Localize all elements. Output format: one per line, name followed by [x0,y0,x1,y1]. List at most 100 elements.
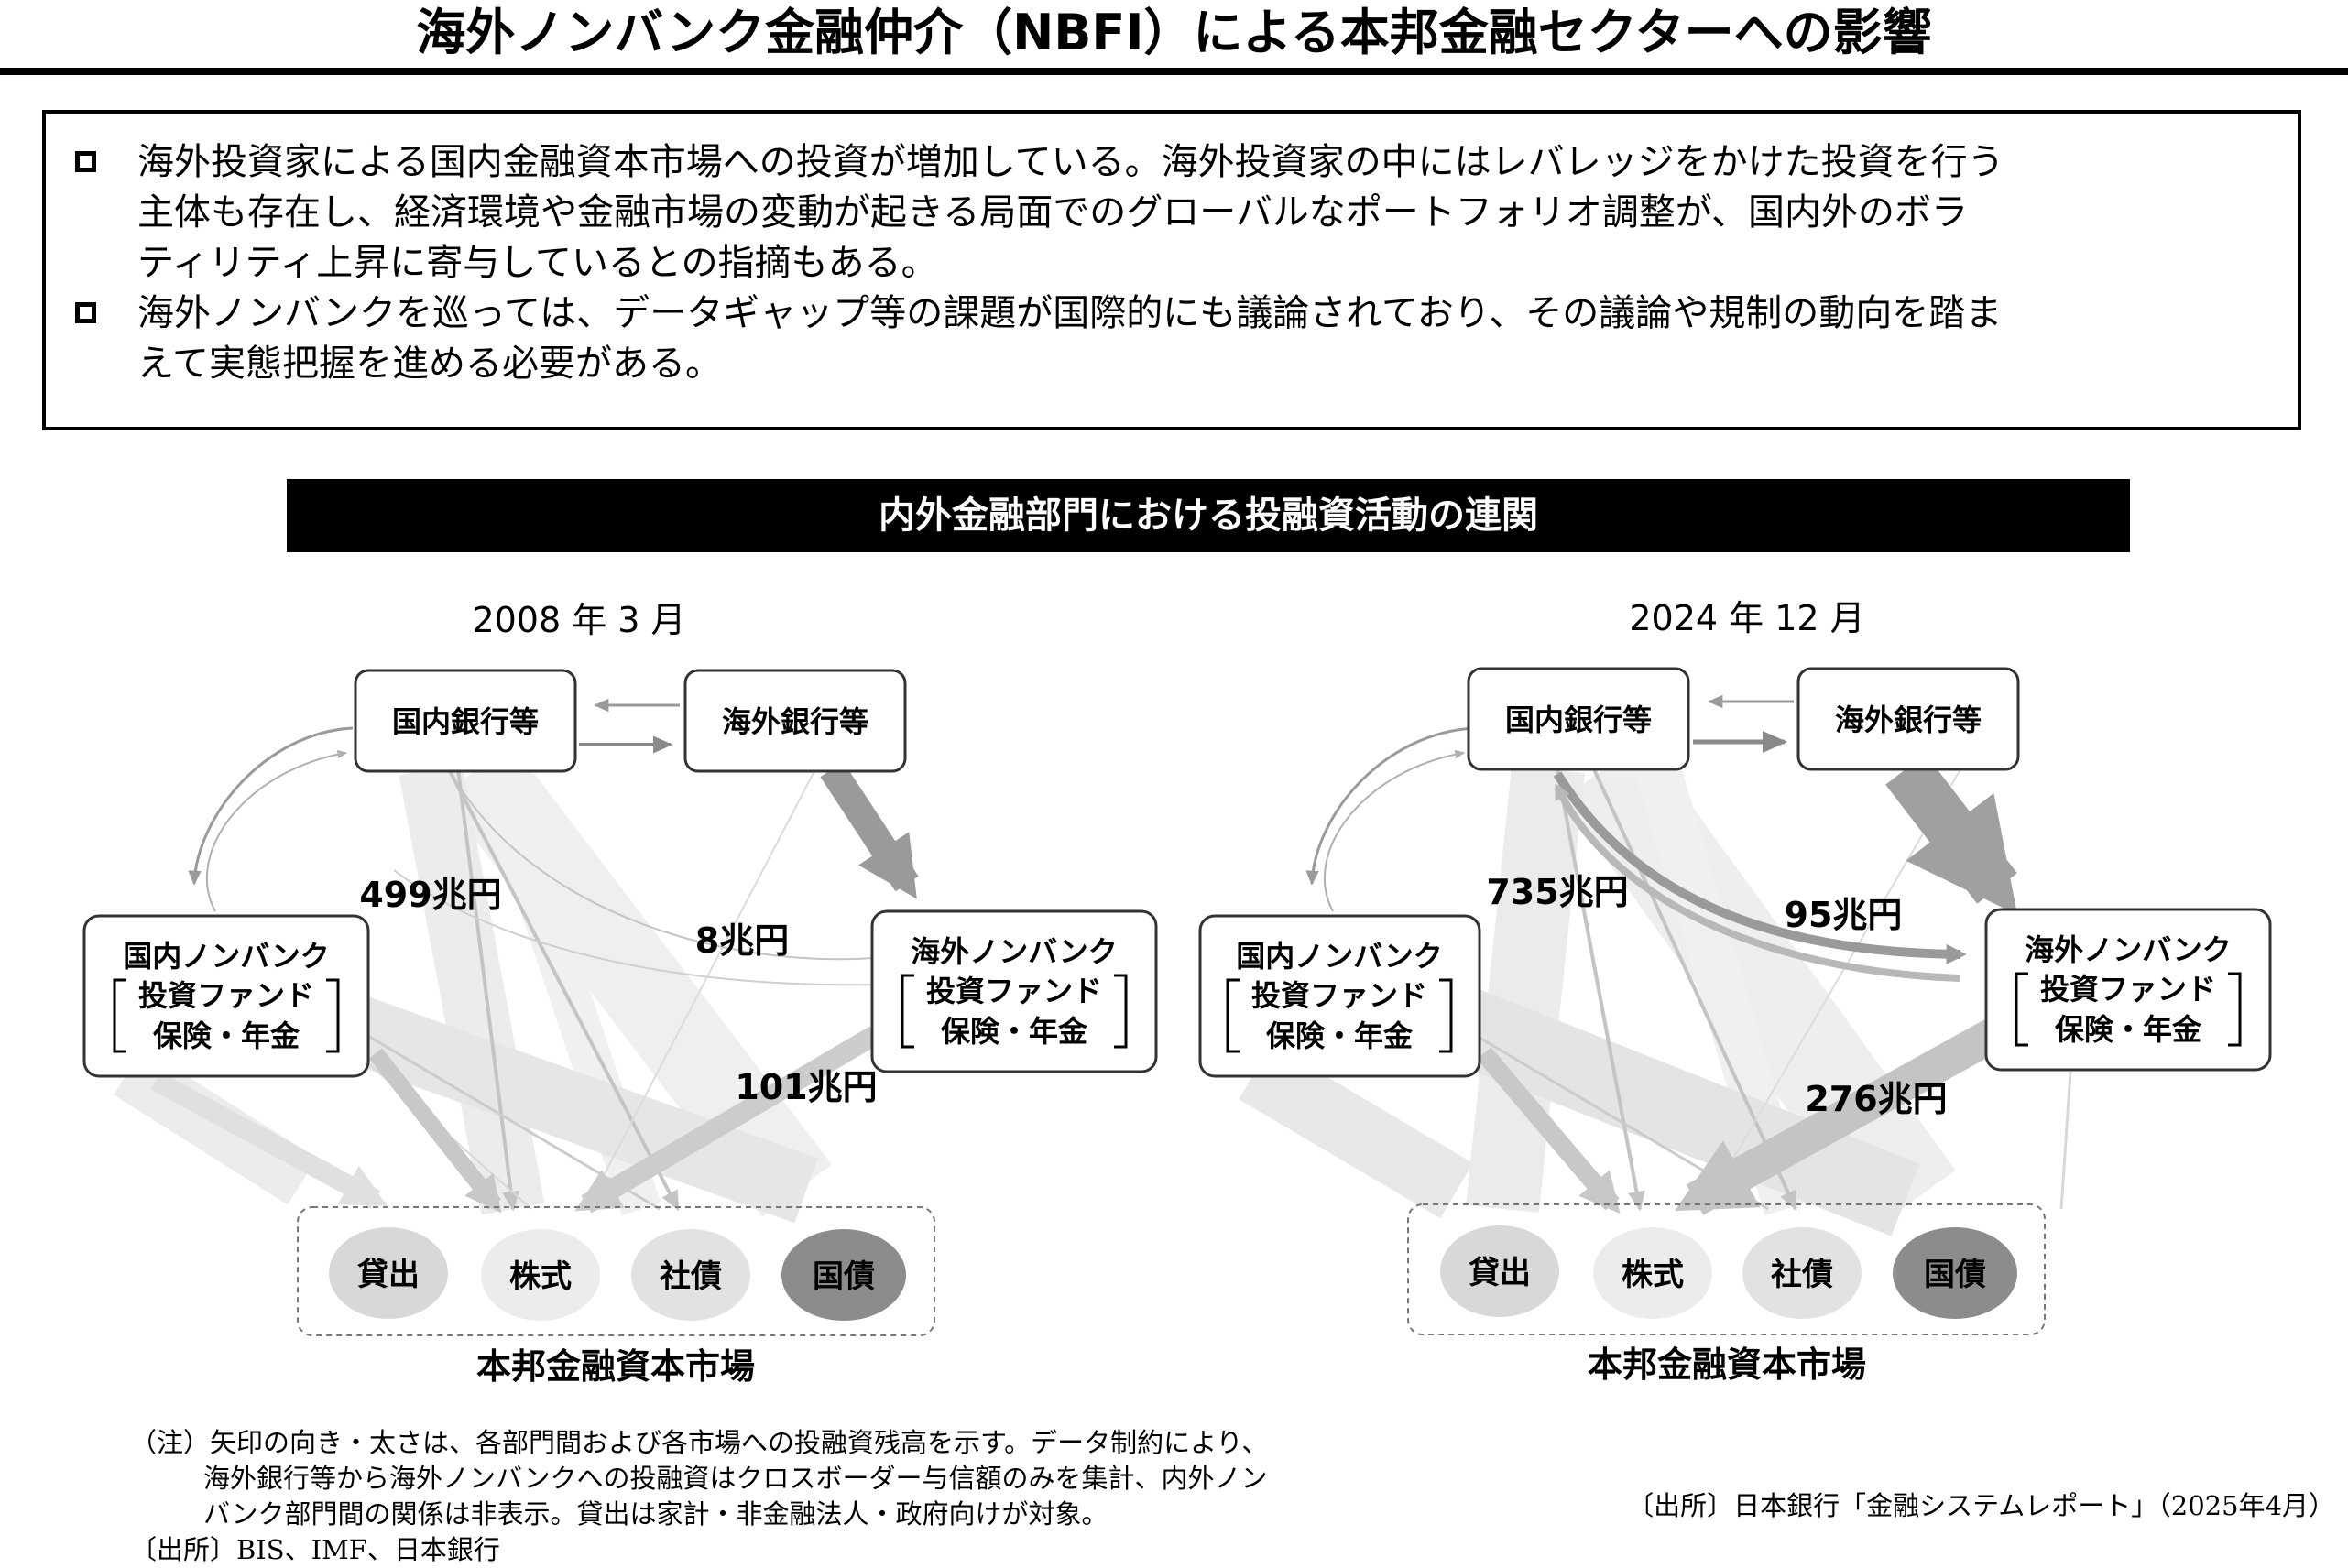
flow-arrow [205,749,348,912]
flow-value: 8兆円 [695,920,789,961]
market-caption: 本邦金融資本市場 [1588,1345,1866,1385]
market-corp-bonds [1742,1227,1862,1319]
flow-arrow [448,768,886,963]
flow-line [2059,1071,2072,1210]
node-label: 国内銀行等 [1505,702,1652,737]
flow-arrow [393,869,880,986]
flow-arrow [336,993,818,1224]
diagram-banner: 内外金融部門における投融資活動の連関 [287,479,2130,552]
market-jgb [781,1229,906,1321]
market-label: 国債 [1924,1257,1986,1293]
flow-arrow [1675,1019,2002,1215]
bullet-line: ティリティ上昇に寄与しているとの指摘もある。 [137,242,938,284]
flow-arrow [1466,765,1585,1214]
flow-arrow [150,1072,388,1209]
node-label: 投資ファンド [926,974,1102,1008]
market-stocks [481,1229,600,1321]
market-loans [1440,1225,1559,1317]
source-left: 〔出所〕BIS、IMF、日本銀行 [130,1534,500,1565]
bullet-line: えて実態把握を進める必要がある。 [137,343,722,385]
bracket-left [2015,972,2028,1047]
node-label: 海外ノンバンク [2025,932,2232,967]
bullet-line: 海外投資家による国内金融資本市場への投資が増加している。海外投資家の中にはレバレ… [137,141,2004,183]
panel-2024: 2024 年 12 月 国内銀行等 海外銀行等 [1198,598,2272,1385]
panel-date: 2008 年 3 月 [472,600,685,640]
market-jgb [1893,1227,2017,1319]
source-right: 〔出所〕日本銀行「金融システムレポート」（2025年4月） [1627,1490,2335,1521]
flow-line [1556,768,1645,1212]
square-bullet-icon [75,302,96,323]
footnote-line: 海外銀行等から海外ノンバンクへの投融資はクロスボーダー与信額のみを集計、内外ノン [203,1463,1268,1494]
flow-value: 499兆円 [359,875,501,915]
node-label: 国内ノンバンク [123,939,330,974]
node-label: 保険・年金 [153,1018,300,1053]
flow-arrow [1305,726,1476,886]
node-label: 海外銀行等 [722,704,868,739]
bullet-line: 海外ノンバンクを巡っては、データギャップ等の課題が国際的にも議論されており、その… [137,292,2003,334]
page-title: 海外ノンバンク金融仲介（NBFI）による本邦金融セクターへの影響 [416,4,1932,61]
node-label: 投資ファンド [1251,978,1427,1013]
market-label: 貸出 [357,1257,420,1293]
flow-arrow [399,763,545,1215]
bracket-right [326,978,340,1053]
flow-arrow [1323,749,1466,912]
node-label: 保険・年金 [1266,1018,1414,1053]
summary-box: 海外投資家による国内金融資本市場への投資が増加している。海外投資家の中にはレバレ… [42,110,2301,430]
node-label: 保険・年金 [2055,1012,2202,1047]
flow-value: 95兆円 [1785,895,1903,935]
market-caption: 本邦金融資本市場 [476,1346,755,1387]
node-label: 投資ファンド [2040,972,2216,1007]
flow-arrow [574,1026,880,1214]
bullet-line: 主体も存在し、経済環境や金融市場の変動が起きる局面でのグローバルなポートフォリオ… [137,191,1968,234]
panel-date: 2024 年 12 月 [1629,598,1864,638]
market-label: 株式 [509,1258,572,1295]
bracket-left [901,974,914,1049]
panel-2008: 2008 年 3 月 国内銀行等 海外銀行等 [82,600,1158,1387]
flow-arrow [1562,739,1956,1230]
node-label: 国内銀行等 [392,704,539,739]
flow-arrow [368,1048,502,1214]
square-bullet-icon [75,151,96,172]
market-box [1407,1203,2046,1335]
title-underline [0,68,2348,75]
market-stocks [1593,1227,1712,1319]
flow-arrow [188,726,354,886]
node-foreign-nonbank [1984,908,2272,1072]
market-label: 社債 [660,1258,722,1295]
flow-arrow [1451,989,1920,1236]
flow-line [1592,768,1797,1212]
node-domestic-nonbank [1198,914,1481,1078]
bracket-right [1439,978,1453,1053]
node-domestic-bank [1467,667,1690,771]
flow-value: 276兆円 [1805,1079,1947,1119]
bracket-right [1114,974,1128,1049]
flow-value: 101兆円 [735,1067,877,1107]
bracket-left [113,978,126,1053]
market-label: 貸出 [1469,1255,1531,1291]
node-label: 国内ノンバンク [1236,939,1443,974]
footnote: （注）矢印の向き・太さは、各部門間および各市場への投融資残高を示す。データ制約に… [130,1425,1394,1568]
node-foreign-bank [683,669,907,773]
market-loans [329,1227,448,1319]
node-domestic-bank [354,669,577,773]
market-label: 社債 [1771,1257,1833,1293]
node-domestic-nonbank [82,914,370,1078]
footnote-line: バンク部門間の関係は非表示。貸出は家計・非金融法人・政府向けが対象。 [203,1498,1108,1530]
flow-arrow [1885,754,2018,915]
market-label: 株式 [1622,1257,1684,1293]
flow-value: 735兆円 [1486,872,1628,912]
node-label: 海外銀行等 [1835,702,1982,737]
node-foreign-nonbank [870,909,1158,1073]
node-label: 投資ファンド [138,978,314,1013]
summary-bullet-1: 海外投資家による国内金融資本市場への投資が増加している。海外投資家の中にはレバレ… [73,137,2261,289]
flow-arrow [1477,1047,1621,1214]
market-box [297,1206,935,1336]
flow-arrow [1553,771,1967,964]
flow-line [456,768,520,1212]
flow-arrow [820,761,919,899]
bracket-left [1226,978,1240,1053]
flow-arrow [1239,1043,1473,1219]
bracket-right [2228,972,2242,1047]
node-foreign-bank [1796,667,2020,771]
